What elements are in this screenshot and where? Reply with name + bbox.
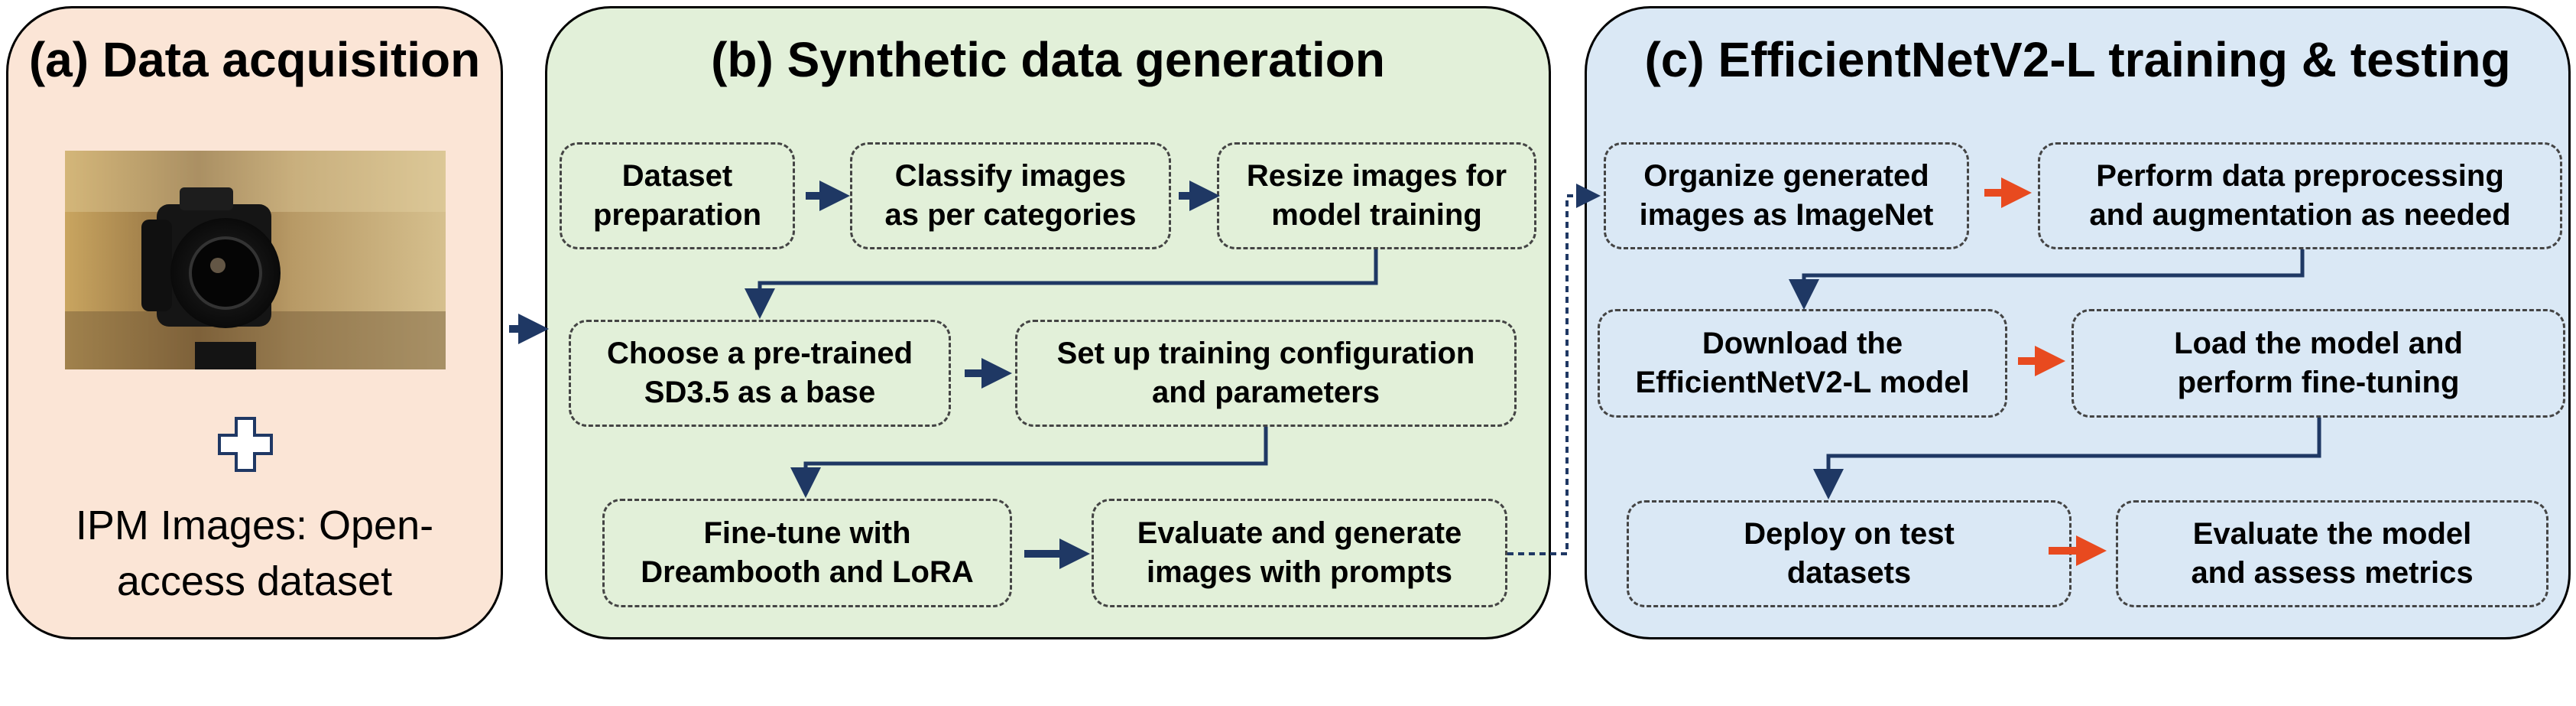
step-download-model: Download the EfficientNetV2-L model — [1598, 309, 2007, 418]
camera-photo-image — [65, 151, 446, 369]
step-evaluate-metrics: Evaluate the model and assess metrics — [2116, 500, 2548, 607]
step-choose-pretrained: Choose a pre-trained SD3.5 as a base — [569, 320, 951, 427]
plus-icon — [216, 415, 274, 477]
step-fine-tune: Fine-tune with Dreambooth and LoRA — [602, 499, 1012, 607]
panel-b-title: (b) Synthetic data generation — [711, 32, 1385, 87]
step-preprocessing: Perform data preprocessing and augmentat… — [2038, 142, 2562, 249]
step-classify-images: Classify images as per categories — [850, 142, 1171, 249]
step-dataset-preparation: Dataset preparation — [560, 142, 795, 249]
panel-c-title: (c) EfficientNetV2-L training & testing — [1644, 32, 2511, 87]
panel-a-title: (a) Data acquisition — [28, 32, 481, 87]
step-resize-images: Resize images for model training — [1217, 142, 1536, 249]
step-deploy-test: Deploy on test datasets — [1627, 500, 2072, 607]
dataset-caption: IPM Images: Open- access dataset — [75, 503, 434, 604]
step-organize-images: Organize generated images as ImageNet — [1604, 142, 1969, 249]
step-load-model: Load the model and perform fine-tuning — [2072, 309, 2565, 418]
step-training-configuration: Set up training configuration and parame… — [1015, 320, 1517, 427]
panel-data-acquisition: (a) Data acquisition — [6, 6, 503, 639]
panel-synthetic-data-generation: (b) Synthetic data generation — [545, 6, 1551, 639]
step-evaluate-generate: Evaluate and generate images with prompt… — [1092, 499, 1507, 607]
